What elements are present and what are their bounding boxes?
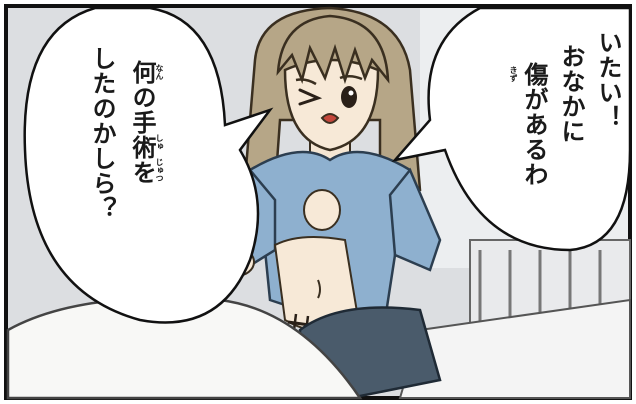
- ruby-kizu: きず: [509, 66, 518, 82]
- speech-bubble-right: [391, 6, 632, 252]
- bubble-left-line-2: したのかしら？: [88, 46, 116, 221]
- bubble-left-line-1: 何の手術を: [128, 60, 156, 185]
- speech-bubble-left: [23, 6, 274, 324]
- bubble-right-line-3: 傷があるわ: [520, 62, 548, 187]
- bubble-right-line-1: いたい！: [594, 30, 622, 130]
- ruby-shu: しゅ: [155, 134, 164, 150]
- ruby-jutsu: じゅつ: [155, 158, 164, 182]
- bubble-right-line-2: おなかに: [557, 44, 585, 144]
- ruby-nan: なん: [155, 64, 164, 80]
- bed-frame: [398, 239, 631, 399]
